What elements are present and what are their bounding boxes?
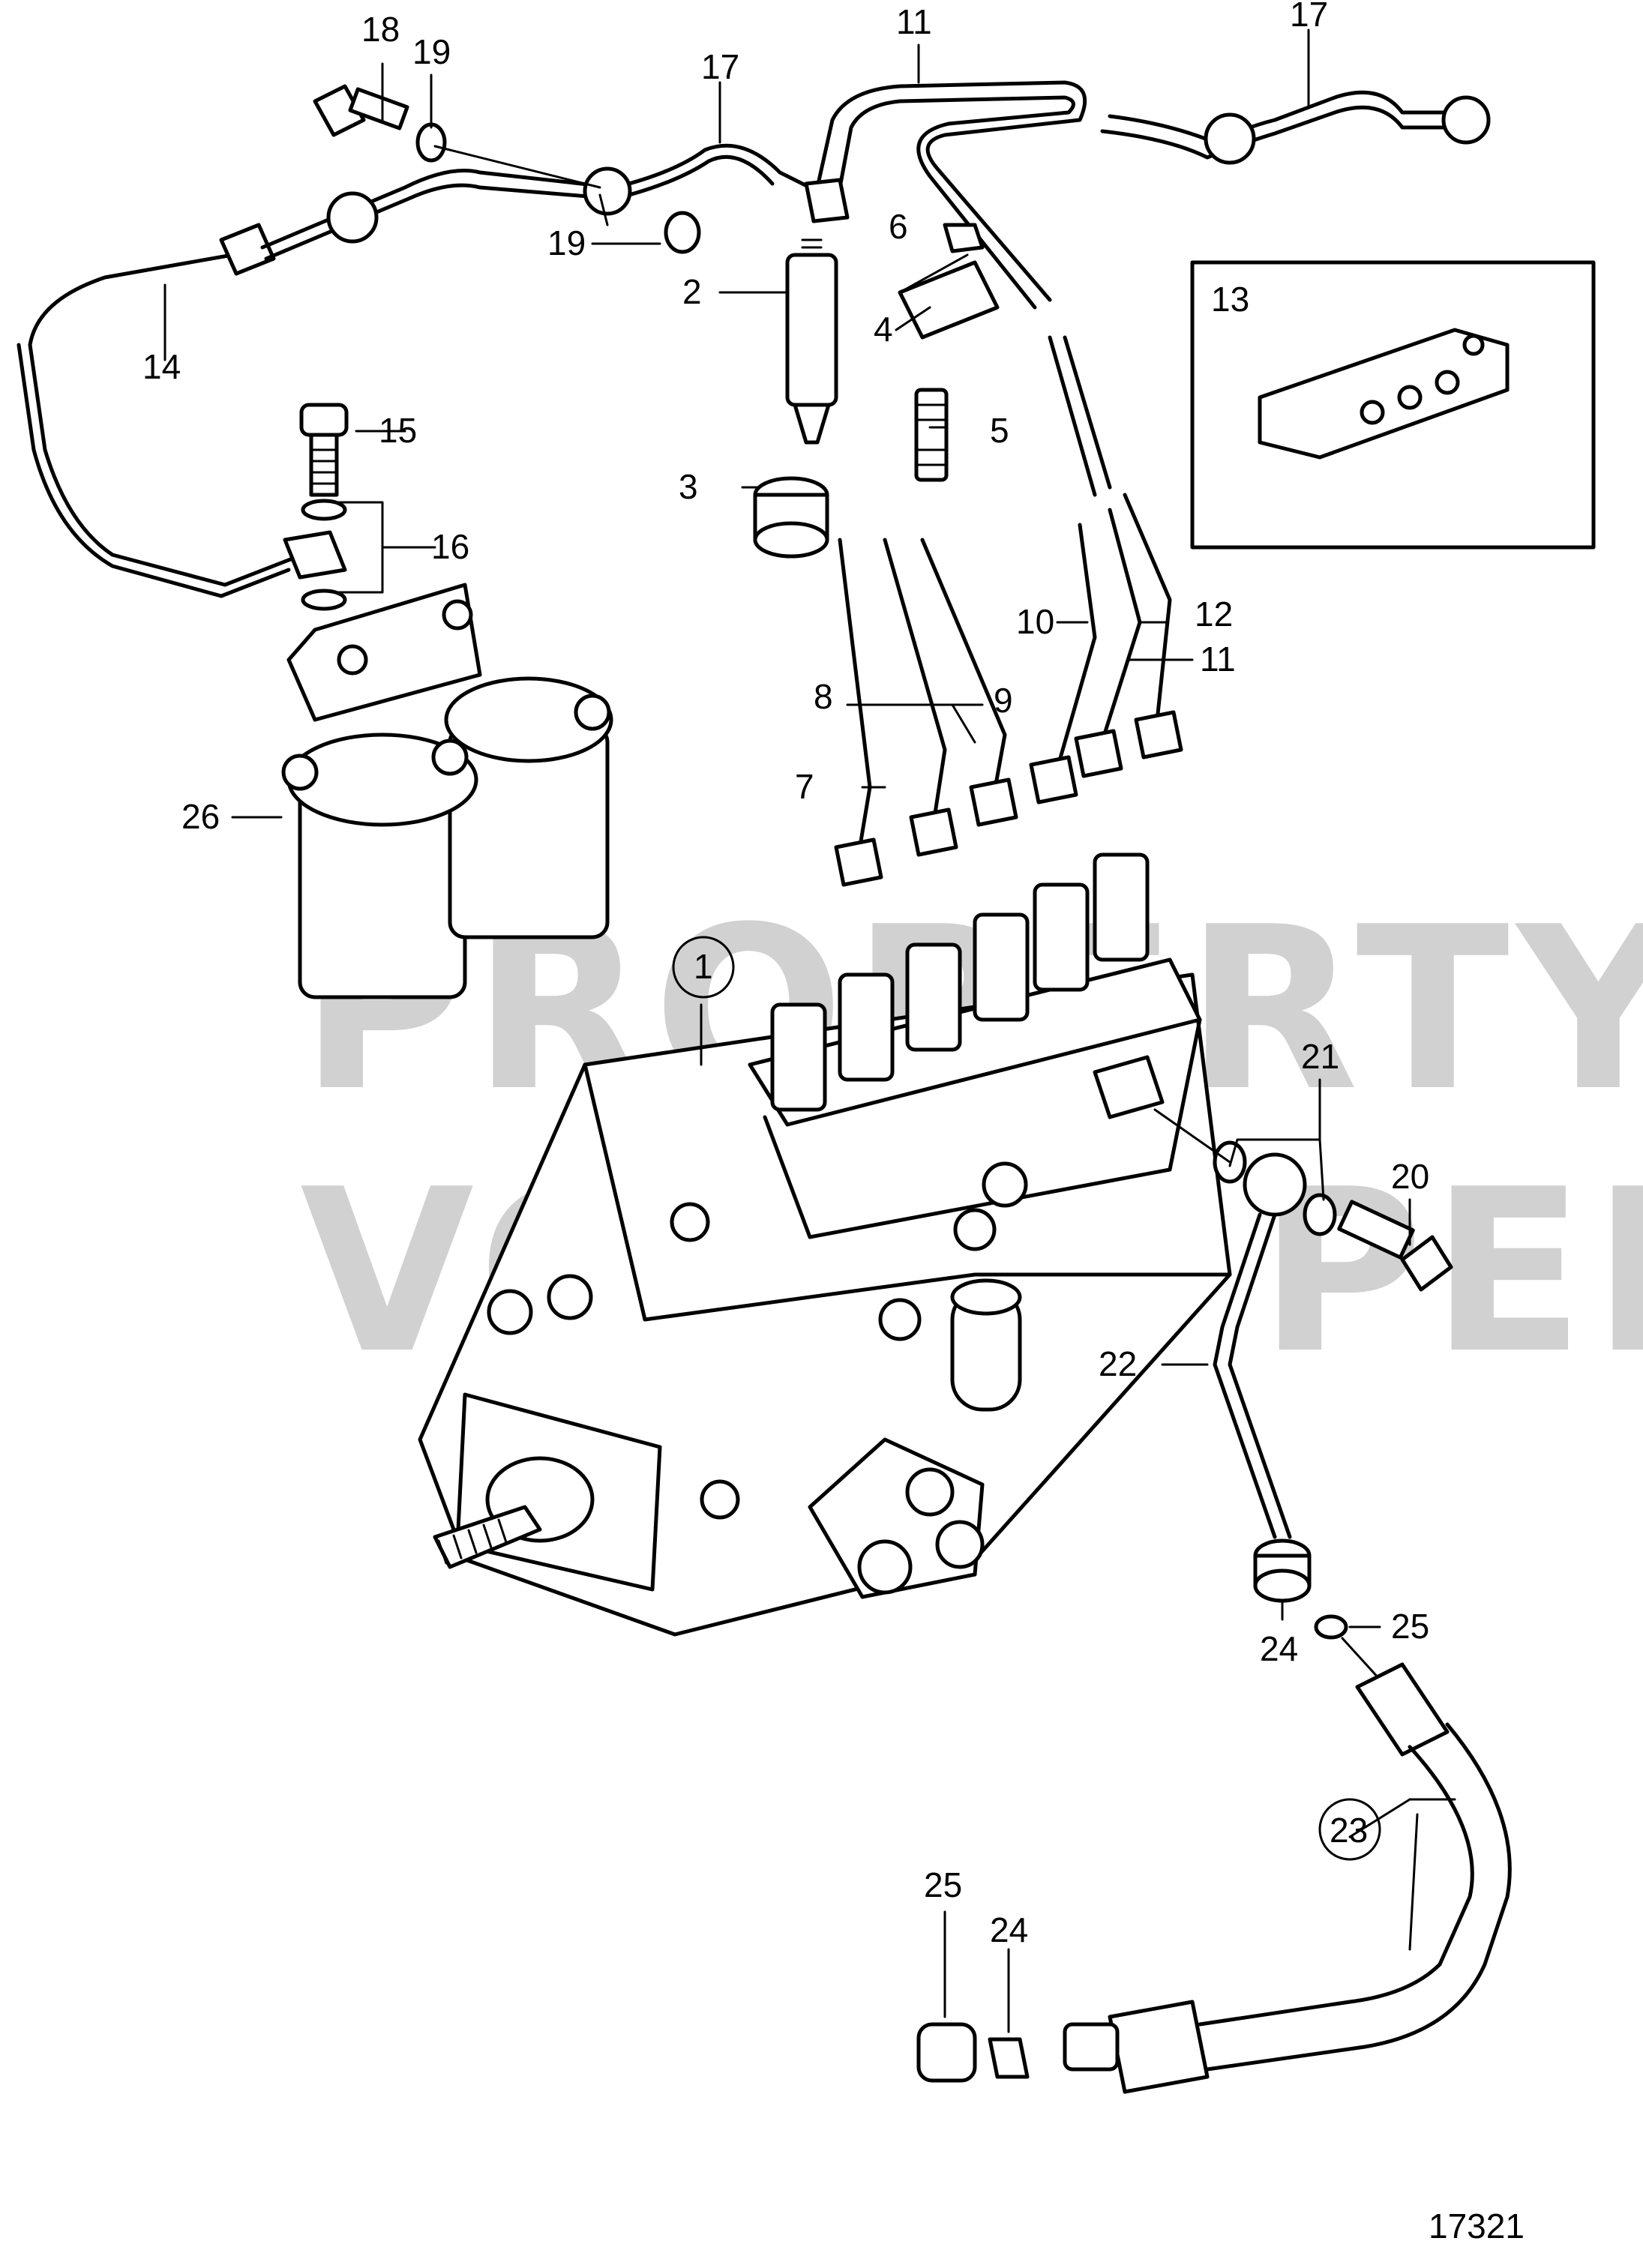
callout-13: 13: [1211, 280, 1249, 319]
callout-24-top: 24: [1260, 1629, 1298, 1668]
callout-6: 6: [889, 207, 908, 246]
callout-24-bottom: 24: [990, 1910, 1028, 1949]
callout-21: 21: [1301, 1037, 1339, 1076]
callout-19-top: 19: [412, 32, 451, 71]
callout-16: 16: [431, 527, 469, 566]
callout-7: 7: [795, 767, 814, 806]
injector: [785, 253, 838, 407]
banjo-bolt-assembly: [283, 403, 349, 611]
callout-20: 20: [1391, 1157, 1429, 1196]
callout-12: 12: [1195, 595, 1233, 634]
callout-15: 15: [379, 411, 417, 450]
fuel-hose: [1063, 1662, 1512, 2094]
callout-17-right: 17: [1290, 0, 1328, 34]
injector-pipes: [834, 493, 1183, 887]
callout-19-mid: 19: [547, 223, 586, 262]
callout-11-top: 11: [896, 2, 932, 41]
callout-1: 1: [694, 947, 713, 986]
callout-8: 8: [814, 677, 833, 716]
callout-2: 2: [682, 272, 702, 311]
callout-25-bottom: 25: [924, 1865, 962, 1904]
callout-4: 4: [874, 310, 893, 349]
leader-lines: [163, 28, 1456, 2033]
callout-25-top: 25: [1391, 1607, 1429, 1646]
callout-17-left: 17: [701, 47, 739, 86]
callout-14: 14: [142, 347, 181, 386]
callout-23: 23: [1330, 1811, 1368, 1850]
callout-11-mid: 11: [1200, 640, 1236, 679]
callout-26: 26: [181, 797, 220, 836]
inset-box: [1190, 260, 1596, 550]
callout-9: 9: [994, 681, 1013, 720]
overflow-valve: [1153, 1108, 1453, 1292]
callout-3: 3: [679, 467, 698, 506]
delivery-valves: [770, 852, 1150, 1112]
callout-circle-1: [672, 936, 735, 999]
callout-5: 5: [990, 411, 1009, 450]
injection-pump: [418, 493, 1232, 1637]
callout-10: 10: [1016, 602, 1054, 641]
drawing-number: 17321: [1429, 2207, 1525, 2246]
callout-18: 18: [361, 10, 400, 49]
leak-off-pipe: [28, 253, 295, 587]
callout-labels: 18 19 11 17 17 19 6 2 4 13 14 15 5 3 16 …: [142, 0, 1429, 1949]
callout-22: 22: [1099, 1344, 1137, 1383]
fuel-filter: [281, 583, 613, 999]
callout-circle-23: [1318, 1798, 1381, 1861]
